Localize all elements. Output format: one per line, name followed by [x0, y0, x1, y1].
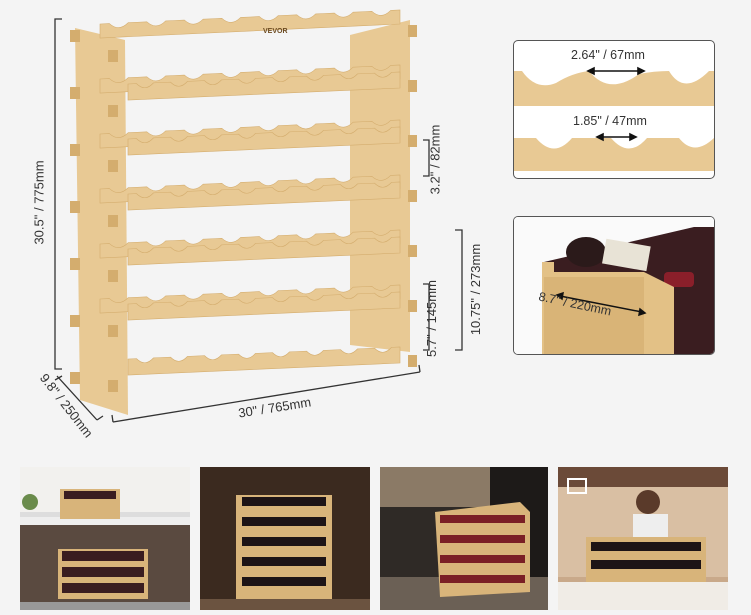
- front-slat: [127, 126, 401, 156]
- slot-slats-illustration: [514, 66, 714, 171]
- front-slat: [127, 236, 401, 266]
- front-slat: [127, 291, 401, 321]
- joint: [108, 215, 118, 227]
- dimension-lines: [54, 18, 463, 423]
- joint: [108, 270, 118, 282]
- wine-rack-diagram: [54, 9, 463, 423]
- joint: [70, 372, 80, 384]
- thumbnail-cellar-scene[interactable]: [200, 467, 370, 610]
- joint: [70, 315, 80, 327]
- front-slat: [127, 71, 401, 101]
- back-slat: [99, 9, 401, 39]
- front-slat: [127, 181, 401, 211]
- two-tier-height-dimension-label: 10.75" / 273mm: [468, 243, 484, 336]
- left-side-panel: [75, 28, 128, 415]
- joint: [408, 190, 417, 202]
- brand-logo: VEVOR: [263, 28, 288, 35]
- slot-gap-dimension-label: 3.2" / 82mm: [427, 124, 443, 195]
- joint: [408, 25, 417, 37]
- joint: [108, 325, 118, 337]
- joint: [70, 87, 80, 99]
- shelf-depth-detail-panel: 8.7" / 220mm: [513, 216, 715, 355]
- thumbnail-gift-scene[interactable]: [558, 467, 728, 610]
- joint: [70, 30, 80, 42]
- slot-size-detail-panel: 2.64" / 67mm 1.85" / 47mm: [513, 40, 715, 179]
- height-dimension-label: 30.5" / 775mm: [31, 160, 47, 245]
- joint: [408, 300, 417, 312]
- joint: [70, 144, 80, 156]
- bottom-slot-dimension-label: 1.85" / 47mm: [573, 114, 647, 128]
- joint: [408, 355, 417, 367]
- joint: [70, 201, 80, 213]
- top-slot-dimension-label: 2.64" / 67mm: [571, 48, 645, 62]
- bottles-on-shelf-photo: [514, 217, 714, 354]
- joint: [108, 380, 118, 392]
- joint: [408, 80, 417, 92]
- tier-height-dimension-label: 5.7" / 145mm: [423, 280, 439, 357]
- joint: [108, 50, 118, 62]
- wine-rack-illustration: [70, 9, 417, 415]
- joint: [408, 135, 417, 147]
- thumbnail-kitchen-scene[interactable]: [20, 467, 190, 610]
- joint: [408, 245, 417, 257]
- joint: [108, 160, 118, 172]
- joint: [70, 258, 80, 270]
- front-slat: [127, 346, 401, 376]
- thumbnail-dining-scene[interactable]: [380, 467, 548, 610]
- joint: [108, 105, 118, 117]
